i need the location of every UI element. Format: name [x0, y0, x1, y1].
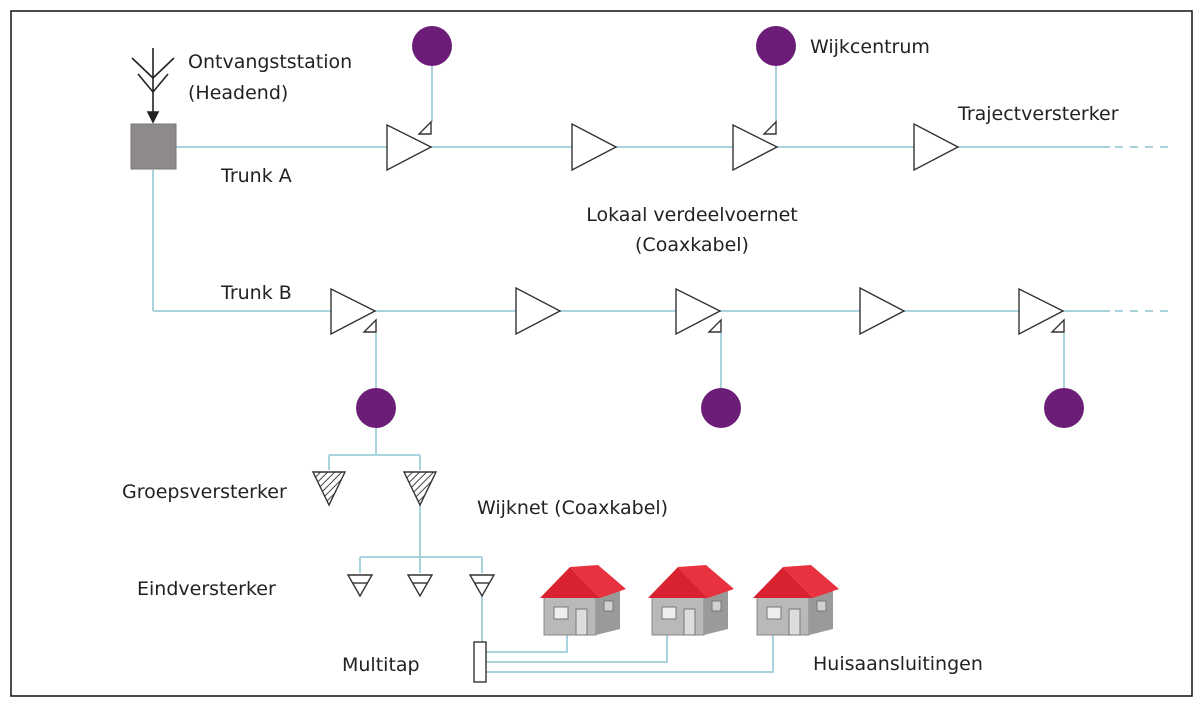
cable-lines — [152, 65, 1175, 673]
house-icon-2 — [648, 565, 734, 636]
antenna-icon — [131, 48, 175, 124]
lokaal-label-line2: (Coaxkabel) — [635, 234, 749, 256]
trajectversterker-label: Trajectversterker — [957, 103, 1119, 125]
bridger-amplifier-b3 — [675, 287, 722, 336]
multitap-box — [473, 641, 487, 683]
trunk-b-label: Trunk B — [220, 282, 292, 304]
headend-box — [130, 123, 177, 170]
bridger-amplifier-a1 — [386, 120, 433, 172]
wijkcentrum-label: Wijkcentrum — [810, 36, 930, 58]
end-amplifier-3 — [468, 574, 496, 598]
house-icon-3 — [753, 565, 839, 636]
lokaal-label-line1: Lokaal verdeelvoernet — [586, 204, 798, 226]
bridger-amplifier-b1 — [330, 287, 377, 336]
house-drop-1 — [486, 630, 568, 653]
node-group — [356, 26, 1084, 428]
end-amplifiers — [346, 574, 496, 598]
group-amplifier-right — [402, 471, 438, 507]
wijkcentrum-node-3 — [356, 388, 396, 428]
multitap-label: Multitap — [342, 654, 420, 676]
trunk-a-label: Trunk A — [220, 165, 292, 187]
headend-label-line2: (Headend) — [188, 82, 288, 104]
end-amplifier-1 — [346, 574, 374, 598]
trunk-amplifiers — [330, 120, 1065, 336]
bridger-amplifier-b5 — [1018, 287, 1065, 336]
house-drop-2 — [486, 630, 668, 663]
wijknet-label: Wijknet (Coaxkabel) — [477, 497, 668, 519]
groepsversterker-label: Groepsversterker — [122, 481, 287, 503]
end-amplifier-2 — [406, 574, 434, 598]
wijkcentrum-node-5 — [1044, 388, 1084, 428]
trunk-amplifier-b2 — [515, 286, 562, 336]
bridger-amplifier-a3 — [732, 120, 779, 172]
wijkcentrum-node-1 — [412, 26, 452, 66]
house-icon-1 — [540, 565, 626, 636]
house-drop-3 — [486, 630, 774, 673]
trunk-amplifier-a2 — [571, 122, 618, 172]
outer-border — [10, 10, 1193, 697]
headend-label-line1: Ontvangststation — [188, 51, 352, 73]
wijkcentrum-node-4 — [701, 388, 741, 428]
trunk-amplifier-b4 — [859, 286, 906, 336]
trajectversterker-amplifier — [913, 122, 960, 172]
eindversterker-label: Eindversterker — [137, 578, 276, 600]
group-amplifier-left — [311, 471, 347, 507]
group-amplifiers — [311, 471, 438, 507]
wijkcentrum-node-2 — [756, 26, 796, 66]
huisaansluitingen-label: Huisaansluitingen — [813, 653, 983, 675]
